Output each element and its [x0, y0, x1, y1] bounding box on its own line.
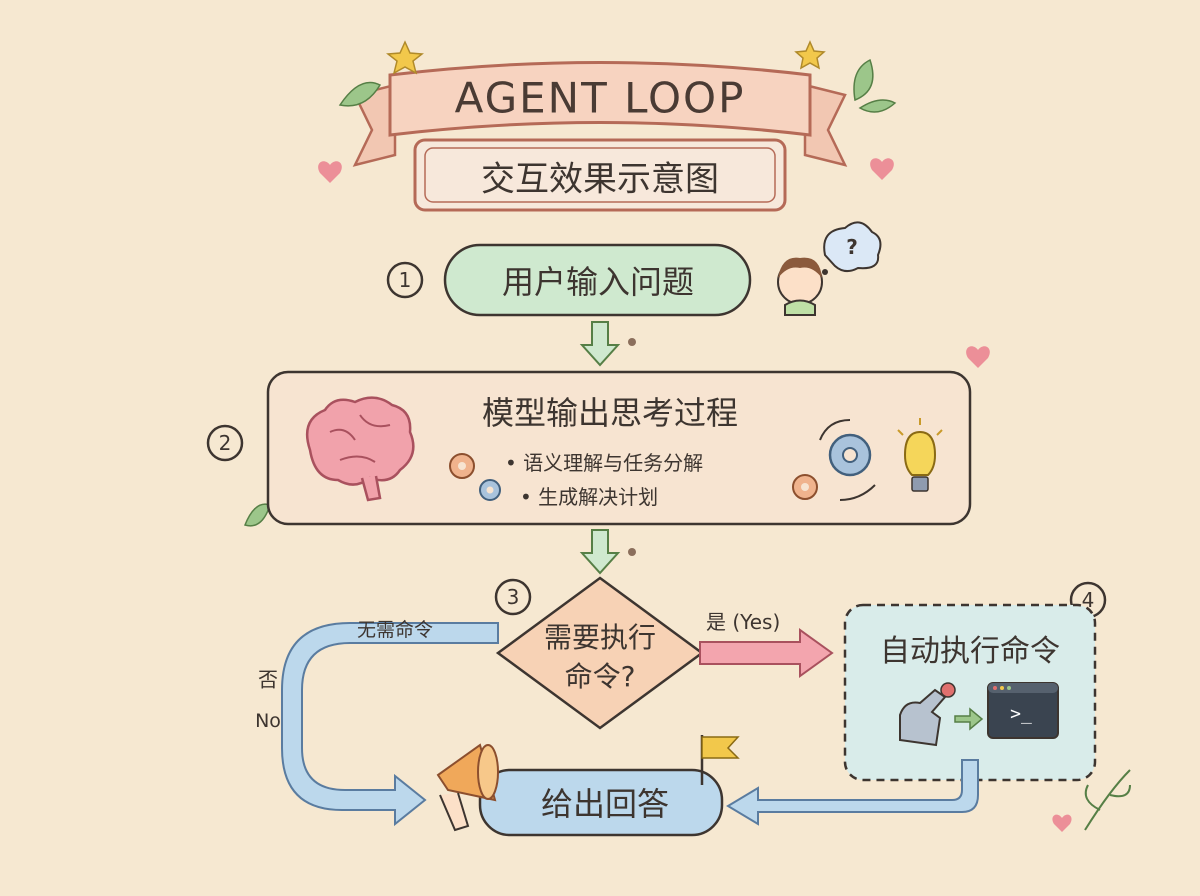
no-path	[281, 622, 499, 827]
step-5-label: 给出回答	[540, 785, 670, 823]
decision-line-1: 需要执行	[543, 621, 657, 654]
leaf-icon	[853, 58, 874, 102]
diagram-title: AGENT LOOP	[454, 73, 746, 123]
star-icon	[386, 40, 424, 75]
step-4-number: 4	[1081, 588, 1095, 612]
no-side-en: No	[255, 710, 281, 732]
leaf-icon	[1084, 769, 1131, 831]
user-input-node	[443, 243, 752, 317]
question-bubble-icon	[822, 221, 882, 275]
heart-icon	[1052, 814, 1072, 832]
leaf-icon	[243, 503, 271, 527]
terminal-prompt: >_	[1010, 703, 1032, 725]
step-5	[436, 735, 740, 837]
megaphone-icon	[436, 743, 499, 832]
step-4	[843, 581, 1107, 782]
step-1	[386, 221, 882, 317]
gear-cycle-icon	[792, 419, 876, 501]
step-4-label: 自动执行命令	[880, 634, 1060, 669]
step-number-badge	[386, 261, 424, 299]
leaf-icon	[338, 81, 382, 107]
no-side-char: 否	[258, 667, 278, 692]
small-arrow-icon	[954, 707, 984, 731]
step-2-label: 模型输出思考过程	[481, 394, 739, 432]
no-top-label: 无需命令	[357, 619, 434, 641]
gears-icon	[449, 453, 501, 501]
decorations	[243, 40, 1131, 832]
terminal-icon	[987, 682, 1059, 739]
title-banner	[352, 61, 848, 167]
subtitle-plaque	[413, 138, 787, 212]
step-2-number: 2	[218, 431, 232, 455]
heart-icon	[870, 158, 894, 180]
step-1-label: 用户输入问题	[501, 263, 695, 301]
return-arrow	[726, 759, 979, 826]
question-bubble-text: ?	[846, 235, 858, 259]
answer-node	[478, 768, 724, 837]
heart-icon	[966, 346, 990, 368]
star-icon	[794, 40, 826, 70]
step-2	[206, 370, 972, 526]
user-avatar	[777, 257, 823, 316]
step-2-bullet: • 生成解决计划	[520, 485, 659, 509]
yes-arrow	[699, 628, 834, 678]
heart-icon	[318, 161, 342, 183]
step-number-badge	[494, 578, 532, 616]
step-number-badge	[206, 424, 244, 462]
bullet-text: 语义理解与任务分解	[523, 451, 704, 475]
step-1-number: 1	[398, 268, 412, 292]
brain-icon	[305, 396, 415, 502]
leaf-icon	[858, 99, 897, 113]
diagram-subtitle: 交互效果示意图	[481, 159, 719, 200]
lightbulb-icon	[897, 418, 943, 492]
decision-node	[495, 576, 705, 730]
robot-hand-icon	[899, 682, 956, 747]
bullet-text: 生成解决计划	[538, 485, 659, 509]
arrow-1-to-2	[579, 321, 636, 367]
yes-label: 是 (Yes)	[706, 610, 781, 634]
decision-line-2: 命令?	[564, 660, 636, 693]
flag-icon	[700, 735, 740, 785]
step-3-number: 3	[506, 585, 520, 609]
step-3	[494, 576, 705, 730]
step-2-bullet: • 语义理解与任务分解	[505, 451, 704, 475]
arrow-2-to-3	[579, 529, 636, 575]
